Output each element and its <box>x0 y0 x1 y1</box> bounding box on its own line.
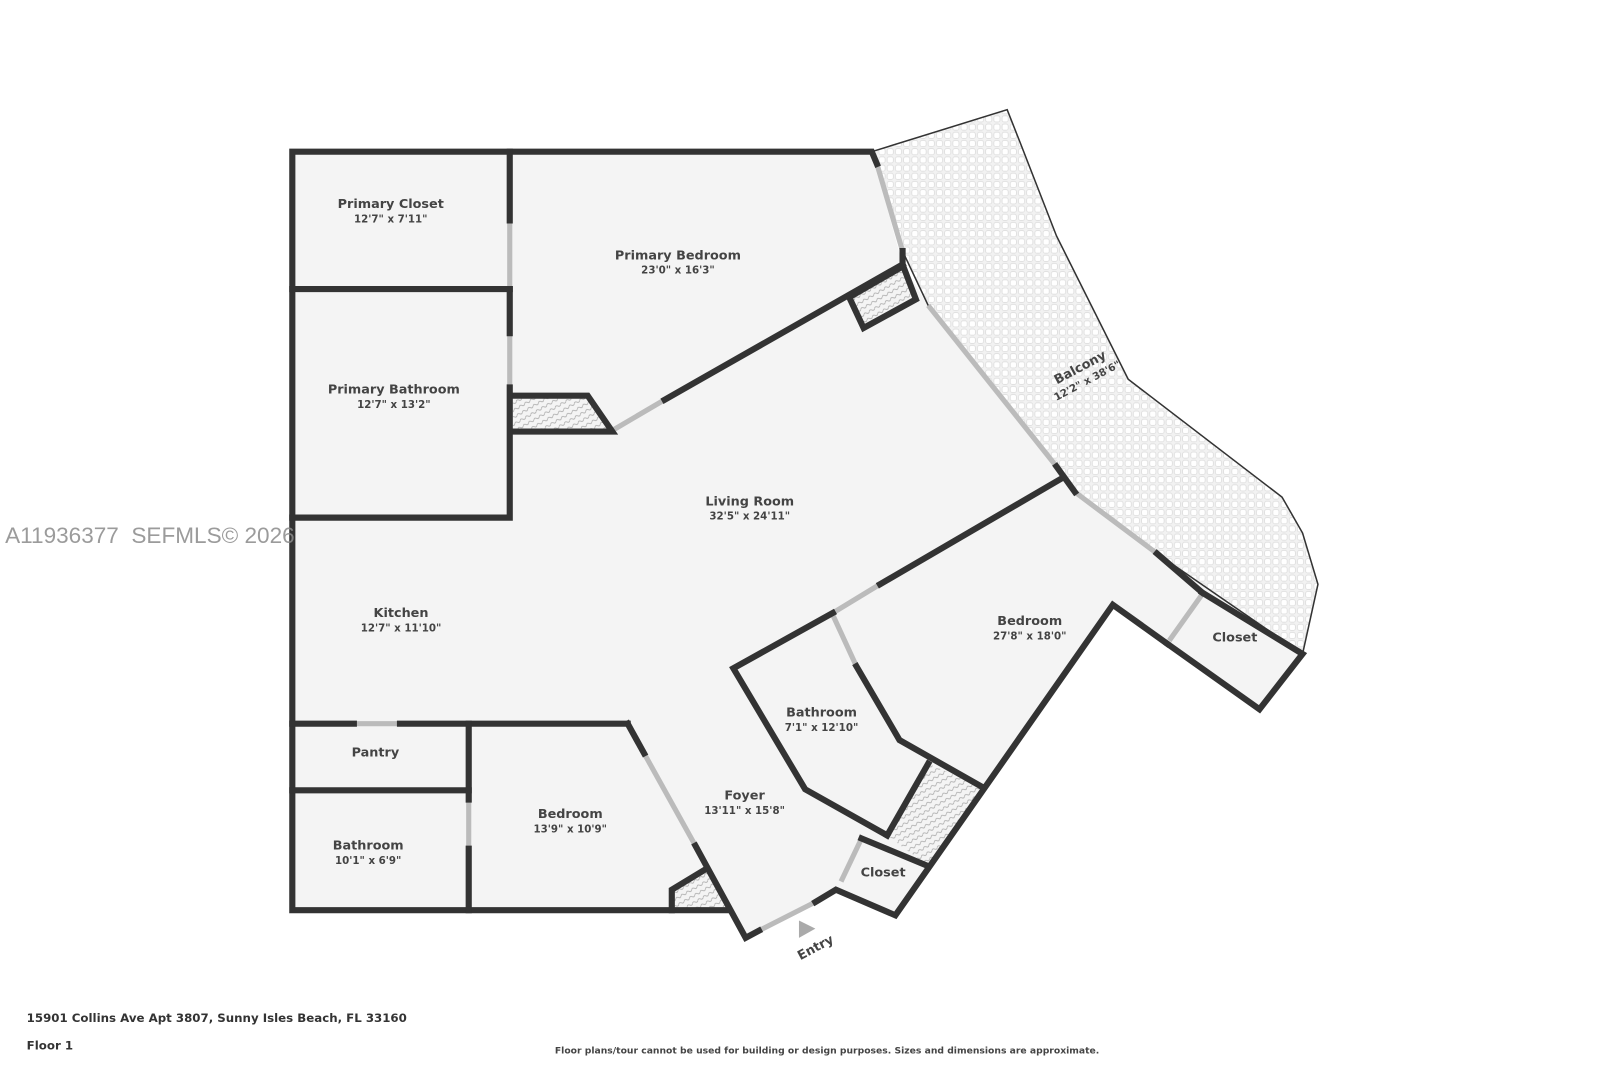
room-dims: 12'7" x 11'10" <box>361 622 442 634</box>
disclaimer: Floor plans/tour cannot be used for buil… <box>555 1046 1099 1057</box>
walls <box>289 148 1308 943</box>
entry-arrow-icon <box>798 920 816 938</box>
room-name: Closet <box>861 865 906 880</box>
address: 15901 Collins Ave Apt 3807, Sunny Isles … <box>27 1011 407 1025</box>
hatched-closet <box>887 763 983 867</box>
hatched-closet <box>671 869 729 911</box>
entry-label: Entry <box>795 932 837 964</box>
room-dims: 32'5" x 24'11" <box>709 511 790 523</box>
room-name: Foyer <box>724 789 765 804</box>
room-name: Primary Closet <box>338 197 444 212</box>
room-dims: 13'11" x 15'8" <box>704 805 785 817</box>
room-dims: 10'1" x 6'9" <box>335 855 401 867</box>
floor-label: Floor 1 <box>27 1039 73 1053</box>
hatched-closet <box>512 395 613 432</box>
room-dims: 7'1" x 12'10" <box>785 722 859 734</box>
watermark: A11936377 SEFMLS© 2026 <box>5 523 295 548</box>
room-dims: 27'8" x 18'0" <box>993 631 1067 643</box>
room-name: Kitchen <box>374 606 429 621</box>
room-name: Bathroom <box>333 839 404 854</box>
room-name: Bedroom <box>538 807 603 822</box>
room-name: Pantry <box>352 745 400 760</box>
room-name: Closet <box>1212 631 1257 646</box>
room-dims: 23'0" x 16'3" <box>641 265 715 277</box>
room-name: Living Room <box>705 494 794 509</box>
room-dims: 12'7" x 7'11" <box>354 213 428 225</box>
room-name: Bedroom <box>997 614 1062 629</box>
interior-floor <box>292 151 1303 938</box>
room-name: Primary Bedroom <box>615 248 741 263</box>
room-name: Bathroom <box>786 705 857 720</box>
hatched-closet <box>849 266 916 328</box>
room-name: Primary Bathroom <box>328 383 460 398</box>
room-dims: 12'7" x 13'2" <box>357 399 431 411</box>
openings <box>353 163 1205 933</box>
room-dims: 13'9" x 10'9" <box>533 823 607 835</box>
